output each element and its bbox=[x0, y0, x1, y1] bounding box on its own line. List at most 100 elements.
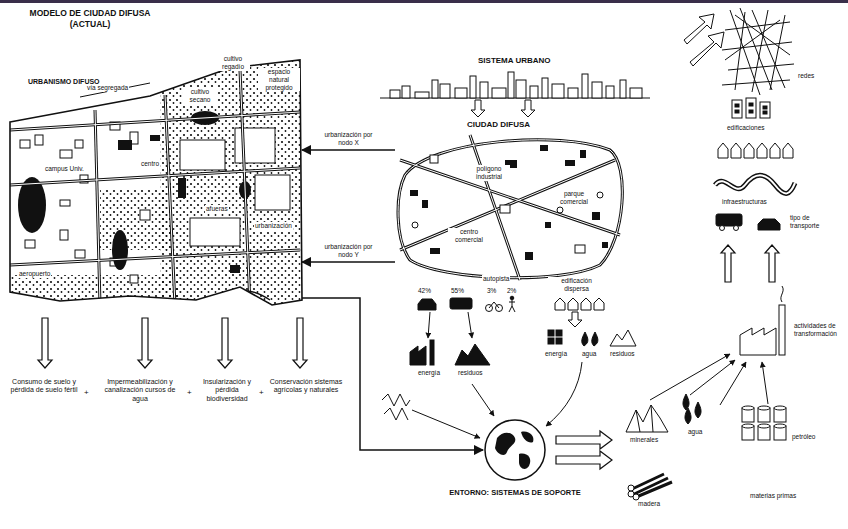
drawing-part bbox=[500, 205, 510, 213]
drawing-part bbox=[735, 12, 745, 90]
drawing-part bbox=[735, 110, 739, 113]
drawing-part bbox=[715, 175, 795, 193]
top-bar bbox=[0, 0, 848, 3]
drawing-part bbox=[630, 88, 642, 98]
drawing-part bbox=[597, 192, 603, 198]
drawing-part bbox=[118, 140, 132, 150]
text-label: residuos bbox=[458, 369, 483, 377]
drawing-part bbox=[690, 32, 724, 66]
drawing-part bbox=[100, 190, 170, 250]
drawing-part bbox=[382, 394, 410, 406]
drawing-part bbox=[628, 485, 634, 491]
globe-land bbox=[519, 454, 530, 469]
drawing-part bbox=[568, 312, 582, 327]
drawing-part bbox=[762, 362, 768, 404]
drawing-part bbox=[10, 55, 310, 315]
text-label: actividades de transformación bbox=[794, 322, 842, 338]
drawing-part bbox=[749, 110, 753, 113]
text-label: Consumo de suelo y pérdida de suelo fért… bbox=[8, 378, 80, 395]
drawing-part bbox=[684, 14, 714, 44]
city-drawing bbox=[398, 135, 622, 280]
drawing-part bbox=[440, 84, 450, 98]
text-label: Impermeabilización y canalización cursos… bbox=[96, 378, 184, 403]
drawing-part bbox=[230, 265, 240, 273]
drawing-part bbox=[165, 95, 175, 305]
drawing-part bbox=[455, 88, 467, 98]
drawing-part bbox=[412, 222, 418, 228]
drawing-part bbox=[758, 219, 780, 230]
drawing-part bbox=[602, 242, 608, 248]
drawing-part bbox=[180, 140, 225, 170]
map-drawing bbox=[10, 55, 310, 315]
drawing-part bbox=[555, 298, 565, 310]
drawing-part bbox=[720, 226, 725, 231]
text-label: autopista bbox=[482, 275, 510, 283]
drawing-part bbox=[95, 110, 100, 305]
drawing-part bbox=[255, 175, 290, 210]
drawing-part bbox=[480, 82, 488, 98]
drawing-part bbox=[218, 318, 232, 368]
text-label: tipo de transporte bbox=[790, 214, 832, 230]
drawing-part bbox=[510, 296, 514, 300]
drawing-part bbox=[75, 250, 85, 258]
drawing-part bbox=[779, 305, 785, 355]
drawing-part bbox=[165, 95, 175, 305]
text-label: urbanización bbox=[254, 222, 293, 230]
text-label: centro bbox=[140, 160, 160, 168]
drawing-part bbox=[398, 135, 622, 280]
drawing-part bbox=[468, 312, 472, 338]
text-label: centro comercial bbox=[448, 228, 490, 244]
drawing-part bbox=[112, 230, 128, 270]
text-label: Conservación sistemas agrícolas y natura… bbox=[267, 378, 345, 395]
transport-icons bbox=[418, 296, 515, 338]
drawing-part bbox=[540, 145, 548, 151]
text-label: + bbox=[187, 388, 192, 398]
text-label: 3% bbox=[487, 287, 496, 295]
drawing-part bbox=[10, 250, 300, 265]
drawing-part bbox=[293, 318, 307, 368]
drawing-part bbox=[418, 299, 436, 310]
drawing-part bbox=[690, 360, 735, 395]
skyline bbox=[380, 72, 650, 117]
drawing-part bbox=[744, 143, 754, 158]
drawing-part bbox=[412, 410, 480, 438]
drawing-part bbox=[178, 178, 186, 198]
text-label: Insularización y pérdida biodiversidad bbox=[196, 378, 258, 403]
text-label: aeropuerto bbox=[18, 270, 51, 278]
drawing-part bbox=[542, 78, 548, 98]
drawing-part bbox=[412, 155, 603, 253]
drawing-part bbox=[580, 150, 586, 158]
drawing-part bbox=[160, 55, 310, 315]
drawing-part bbox=[746, 98, 756, 118]
drawing-part bbox=[740, 328, 776, 355]
text-label: infraestructuras bbox=[722, 198, 767, 206]
drawing-part bbox=[732, 100, 742, 118]
drawing-part bbox=[715, 175, 795, 193]
drawing-part bbox=[415, 92, 429, 98]
text-label: petróleo bbox=[792, 433, 816, 441]
connector-arrow bbox=[302, 298, 483, 450]
drawing-part bbox=[398, 140, 622, 278]
drawing-part bbox=[398, 140, 622, 278]
drawing-part bbox=[752, 10, 768, 92]
globe-circle bbox=[485, 420, 545, 480]
globe-land bbox=[521, 432, 533, 443]
drawing-part bbox=[760, 102, 770, 118]
text-label: agua bbox=[688, 428, 702, 436]
text-label: madera bbox=[638, 500, 660, 508]
drawing-part bbox=[650, 354, 768, 405]
drawing-part bbox=[240, 70, 250, 305]
drawing-part bbox=[432, 80, 438, 98]
drawing-part bbox=[556, 451, 612, 469]
drawing-part bbox=[556, 338, 562, 344]
drawing-part bbox=[718, 143, 728, 158]
drawing-part bbox=[721, 245, 735, 282]
drawing-part bbox=[774, 406, 786, 410]
drawing-part bbox=[240, 70, 250, 305]
drawing-part bbox=[20, 140, 30, 148]
drawing-part bbox=[509, 300, 515, 312]
drawing-part bbox=[742, 424, 754, 428]
drawing-part bbox=[592, 82, 602, 98]
drawing-part bbox=[60, 200, 70, 206]
drawing-part bbox=[471, 100, 485, 117]
